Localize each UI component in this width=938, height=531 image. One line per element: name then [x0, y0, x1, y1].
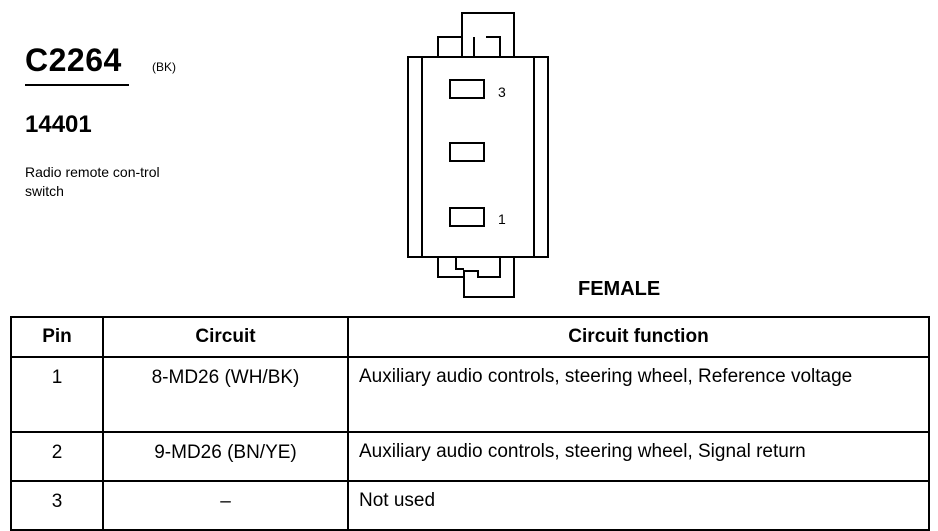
circuit-cell: 8-MD26 (WH/BK): [102, 356, 349, 433]
table-header-row: Pin Circuit Circuit function: [10, 316, 930, 358]
connector-id-underline: [25, 84, 129, 86]
pin-cell: 3: [10, 480, 104, 531]
bottom-latch: [437, 257, 515, 298]
header-pin: Pin: [10, 316, 104, 358]
component-description: Radio remote con-trol switch: [25, 164, 160, 199]
table-row: 2 9-MD26 (BN/YE) Auxiliary audio control…: [10, 431, 930, 482]
function-cell: Auxiliary audio controls, steering wheel…: [347, 356, 930, 433]
connector-body: [407, 56, 549, 258]
cavity-3: [449, 79, 485, 99]
connector-id: C2264: [25, 42, 122, 78]
function-cell: Not used: [347, 480, 930, 531]
header-function: Circuit function: [347, 316, 930, 358]
header-circuit: Circuit: [102, 316, 349, 358]
cavity-1: [449, 207, 485, 227]
table-row: 3 – Not used: [10, 480, 930, 531]
circuit-cell: 9-MD26 (BN/YE): [102, 431, 349, 482]
connector-gender-label: FEMALE: [578, 278, 661, 300]
part-number: 14401: [25, 111, 92, 138]
pin-label-1: 1: [498, 211, 506, 227]
top-latch: [437, 12, 515, 57]
table-row: 1 8-MD26 (WH/BK) Auxiliary audio control…: [10, 356, 930, 433]
pin-cell: 1: [10, 356, 104, 433]
cavity-2: [449, 142, 485, 162]
circuit-cell: –: [102, 480, 349, 531]
function-cell: Auxiliary audio controls, steering wheel…: [347, 431, 930, 482]
pin-cell: 2: [10, 431, 104, 482]
pin-label-3: 3: [498, 84, 506, 100]
pin-table: Pin Circuit Circuit function 1 8-MD26 (W…: [10, 316, 930, 531]
connector-face-diagram: 3 1: [407, 12, 549, 298]
connector-color: (BK): [152, 60, 176, 74]
